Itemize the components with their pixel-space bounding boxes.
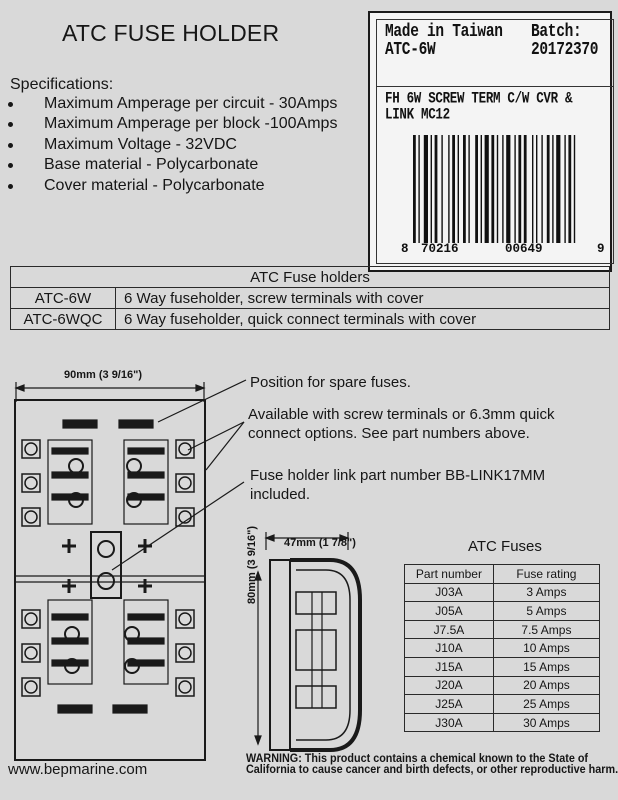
fuse-part-cell: J20A: [404, 675, 494, 696]
note-terminal-options-line2: connect options. See part numbers above.: [248, 425, 530, 442]
column-header: Fuse rating: [492, 564, 601, 584]
table-header-row: Part number Fuse rating: [404, 564, 601, 584]
warning-line1: WARNING: This product contains a chemica…: [246, 751, 589, 765]
note-spare-fuses: Position for spare fuses.: [250, 374, 411, 391]
label-description-line2: LINK MC12: [385, 106, 450, 124]
fuse-holder-drawing: [14, 379, 362, 761]
note-fuse-link-line1: Fuse holder link part number BB-LINK17MM: [250, 467, 546, 484]
fuse-holders-heading: ATC Fuse holders: [10, 266, 610, 288]
column-header: Part number: [404, 564, 494, 584]
width-dimension-label: 90mm (3 9/16"): [64, 369, 142, 381]
label-description-line1: FH 6W SCREW TERM C/W CVR &: [385, 90, 573, 108]
website-link[interactable]: www.bepmarine.com: [8, 761, 148, 778]
table-row: ATC-6W 6 Way fuseholder, screw terminals…: [10, 287, 610, 309]
fuse-part-cell: J05A: [404, 601, 494, 621]
fuse-rating-cell: 20 Amps: [492, 675, 601, 696]
product-label-sticker: Made in Taiwan Batch: ATC-6W 20172370 FH…: [368, 11, 614, 272]
fuse-holders-table: ATC Fuse holders ATC-6W 6 Way fuseholder…: [10, 266, 610, 330]
side-height-dimension-label: 80mm (3 9/16"): [246, 526, 258, 604]
fuse-part-cell: J30A: [404, 712, 494, 733]
label-frame: Made in Taiwan Batch: ATC-6W 20172370 FH…: [376, 19, 614, 264]
barcode-digit-lead: 8: [401, 242, 409, 256]
table-row: ATC-6WQC 6 Way fuseholder, quick connect…: [10, 308, 610, 330]
note-fuse-link: Fuse holder link part number BB-LINK17MM…: [250, 466, 545, 504]
spec-item: Maximum Voltage - 32VDC: [6, 135, 337, 155]
fuse-part-cell: J7.5A: [404, 619, 494, 640]
barcode-digit-check: 9: [597, 242, 605, 256]
description-cell: 6 Way fuseholder, screw terminals with c…: [115, 287, 610, 309]
side-width-dimension-label: 47mm (1 7/8"): [284, 537, 356, 549]
part-number-cell: ATC-6W: [10, 287, 116, 309]
specifications-list: Maximum Amperage per circuit - 30Amps Ma…: [6, 94, 337, 196]
fuse-rating-cell: 3 Amps: [492, 582, 601, 603]
fuse-rating-cell: 30 Amps: [492, 712, 601, 733]
barcode-icon: [413, 135, 576, 243]
note-terminal-options-line1: Available with screw terminals or 6.3mm …: [248, 406, 555, 423]
fuse-rating-cell: 10 Amps: [492, 638, 601, 658]
barcode-digits-right: 00649: [505, 242, 543, 256]
spec-item: Maximum Amperage per block -100Amps: [6, 114, 337, 134]
warning-line2: California to cause cancer and birth def…: [246, 762, 618, 776]
spec-item: Cover material - Polycarbonate: [6, 176, 337, 196]
part-number-cell: ATC-6WQC: [10, 308, 116, 330]
fuse-part-cell: J15A: [404, 656, 494, 677]
label-batch-caption: Batch:: [531, 22, 582, 42]
label-model: ATC-6W: [385, 40, 436, 60]
barcode-digits-left: 70216: [421, 242, 459, 256]
label-batch-number: 20172370: [531, 40, 599, 60]
table-row: ATC Fuse holders: [10, 266, 610, 288]
note-terminal-options: Available with screw terminals or 6.3mm …: [248, 405, 555, 443]
fuse-rating-cell: 25 Amps: [492, 694, 601, 714]
prop65-warning: WARNING: This product contains a chemica…: [246, 751, 618, 776]
spec-item: Maximum Amperage per circuit - 30Amps: [6, 94, 337, 114]
specifications-heading: Specifications:: [10, 76, 114, 93]
note-fuse-link-line2: included.: [250, 486, 311, 503]
description-cell: 6 Way fuseholder, quick connect terminal…: [115, 308, 610, 330]
fuse-rating-cell: 7.5 Amps: [492, 619, 601, 640]
fuse-part-cell: J03A: [404, 582, 494, 603]
fuse-rating-cell: 15 Amps: [492, 656, 601, 677]
fuse-part-cell: J25A: [404, 694, 494, 714]
label-origin: Made in Taiwan: [385, 22, 503, 42]
page-title: ATC FUSE HOLDER: [62, 20, 280, 46]
spec-item: Base material - Polycarbonate: [6, 155, 337, 175]
fuse-part-cell: J10A: [404, 638, 494, 658]
label-divider: [377, 86, 613, 87]
atc-fuses-title: ATC Fuses: [468, 538, 542, 555]
fuse-rating-cell: 5 Amps: [492, 601, 601, 621]
